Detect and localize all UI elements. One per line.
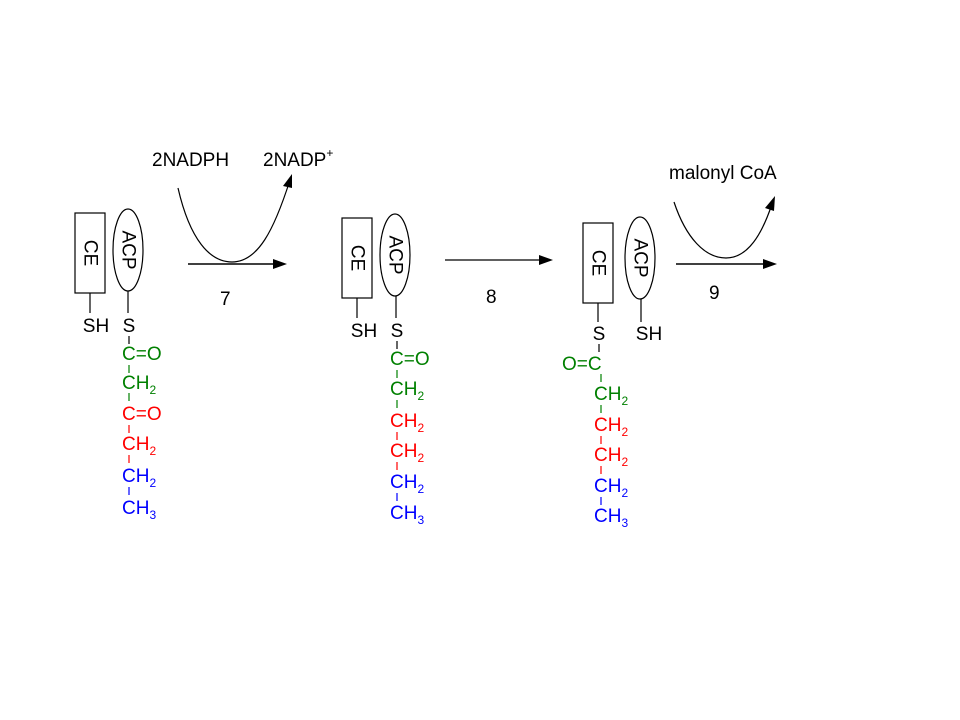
cofactor-curve	[673, 201, 773, 259]
cofactor-curve	[177, 179, 291, 263]
reaction-8: 8	[445, 255, 553, 308]
structure-2: CE ACP SH S C=O CH2 CH2 CH2 CH2 CH3	[341, 213, 430, 527]
acp-label: ACP	[630, 238, 651, 277]
step-label-9: 9	[709, 283, 720, 304]
ce-label: CE	[347, 245, 368, 271]
product-nadp: 2NADP+	[263, 146, 333, 171]
structure-3: CE ACP S SH O=C CH2 CH2 CH2 CH2 CH3	[562, 216, 662, 530]
acp-oval	[379, 213, 411, 297]
methylene-group: CH2	[594, 445, 628, 469]
carbonyl-group: C=O	[122, 344, 162, 365]
sulfur-label: S	[123, 316, 136, 337]
methyl-group: CH3	[122, 498, 156, 522]
acp-label: ACP	[118, 230, 139, 269]
methylene-group: CH2	[594, 415, 628, 439]
structure-1: CE ACP SH S C=O CH2 C=O CH2 CH2 CH3	[74, 208, 162, 522]
carbonyl-group: O=C	[562, 354, 602, 375]
cofactor-arrowhead	[765, 196, 775, 211]
thiol-label: SH	[83, 316, 109, 337]
methylene-group: CH2	[390, 441, 424, 465]
methylene-group: CH2	[122, 373, 156, 397]
methyl-group: CH3	[594, 506, 628, 530]
step-label-7: 7	[220, 289, 231, 310]
reaction-7: 2NADPH 2NADP+ 7	[152, 146, 333, 310]
sulfur-label: S	[391, 321, 404, 342]
methylene-group: CH2	[390, 379, 424, 403]
methylene-group: CH2	[390, 472, 424, 496]
methylene-group: CH2	[390, 411, 424, 435]
methylene-group: CH2	[122, 466, 156, 490]
ce-label: CE	[80, 240, 101, 266]
thiol-label: SH	[351, 321, 377, 342]
step-label-8: 8	[486, 287, 497, 308]
cofactor-arrowhead	[283, 174, 292, 188]
reaction-9: malonyl CoA 9	[669, 163, 777, 304]
reagent-nadph: 2NADPH	[152, 150, 229, 171]
sulfur-label: S	[593, 324, 606, 345]
ce-label: CE	[588, 250, 609, 276]
thiol-label: SH	[636, 324, 662, 345]
methylene-group: CH2	[594, 384, 628, 408]
keto-group: C=O	[122, 404, 162, 425]
carbonyl-group: C=O	[390, 349, 430, 370]
methylene-group: CH2	[594, 476, 628, 500]
product-malonyl-coa: malonyl CoA	[669, 163, 777, 184]
methyl-group: CH3	[390, 503, 424, 527]
acp-oval	[624, 216, 656, 300]
methylene-group: CH2	[122, 434, 156, 458]
acp-label: ACP	[385, 235, 406, 274]
